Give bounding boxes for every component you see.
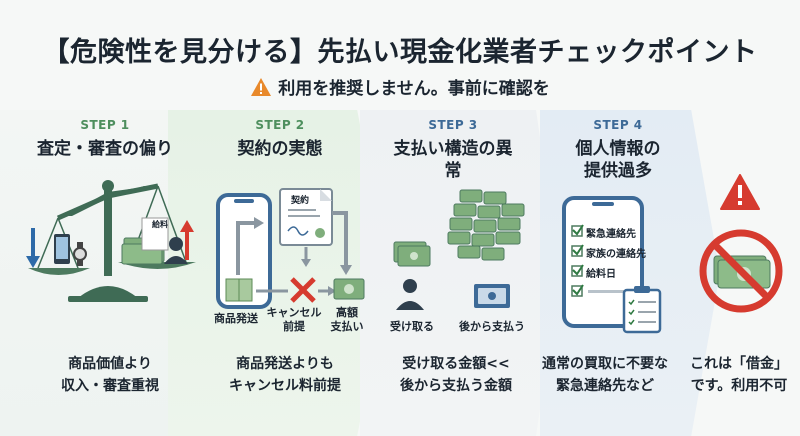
salary-doc-label: 給料 [152,220,168,229]
step1-desc-line2: 収入・審査重視 [61,378,159,394]
payment-structure-icon [393,189,525,310]
step2-band [168,110,388,436]
final-desc-line1: これは「借金」 [690,356,788,372]
final-desc-line2: です。利用不可 [690,378,788,394]
step4-desc-line2: 緊急連絡先など [556,378,654,394]
step1-desc-line1: 商品価値より [68,356,152,372]
step2-label: STEP 2 [255,118,305,132]
warning-icon [251,77,272,96]
cancel-label-line1: キャンセル [266,306,322,319]
step3-header: STEP 3 支払い構造の異 常 [378,118,528,182]
step4-label: STEP 4 [593,118,643,132]
step3-description: 受け取る金額<< 後から支払う金額 [376,353,536,397]
smartphone-checklist-icon [562,196,662,334]
high-payment-line2: 支払い [330,320,364,333]
step1-heading: 査定・審査の偏り [37,139,173,159]
step3-desc-line1: 受け取る金額<< [402,356,510,372]
page-title: 【危険性を見分ける】先払い現金化業者チェックポイント [42,37,758,68]
warning-text: 利用を推奨しません。事前に確認を [278,79,550,99]
step4-desc-line1: 通常の買取に不要な [542,356,668,372]
step3-band [360,110,560,436]
contract-flow-icon [216,188,365,309]
high-payment-label: 高額 支払い [322,306,372,334]
step2-heading: 契約の実態 [237,139,323,159]
ship-label: 商品発送 [214,312,258,325]
step1-label: STEP 1 [80,118,130,132]
step4-heading-line2: 提供過多 [584,161,652,181]
step1-description: 商品価値より 収入・審査重視 [30,353,190,397]
step3-desc-line2: 後から支払う金額 [400,378,512,394]
step2-header: STEP 2 契約の実態 [190,118,370,160]
step3-heading-line2: 常 [444,161,462,181]
step1-header: STEP 1 査定・審査の偏り [10,118,200,160]
cancel-label-line2: 前提 [283,320,305,333]
final-description: これは「借金」 です。利用不可 [680,353,798,397]
step2-description: 商品発送よりも キャンセル料前提 [200,353,370,397]
arrow-down-icon [26,228,40,268]
no-money-icon [699,229,783,313]
step4-heading-line1: 個人情報の [575,139,661,159]
step3-heading-line1: 支払い構造の異 [393,139,513,159]
step2-desc-line1: 商品発送よりも [236,356,334,372]
check-payday: 給料日 [586,269,616,280]
alert-triangle-icon [720,174,760,210]
balance-scale-icon [28,180,196,302]
step4-header: STEP 4 個人情報の 提供過多 [548,118,688,182]
step2-desc-line2: キャンセル料前提 [229,378,341,394]
step3-label: STEP 3 [428,118,478,132]
check-family-contact: 家族の連絡先 [586,249,646,260]
high-payment-line1: 高額 [336,306,358,319]
cancel-label: キャンセル 前提 [264,306,324,334]
contract-doc-label: 契約 [290,196,309,206]
check-emergency-contact: 緊急連絡先 [586,229,636,240]
arrow-up-icon [180,220,194,260]
step4-description: 通常の買取に不要な 緊急連絡先など [530,353,680,397]
warning-line: 利用を推奨しません。事前に確認を [0,74,800,99]
pay-later-label: 後から支払う [459,320,525,333]
receive-label: 受け取る [390,320,434,333]
